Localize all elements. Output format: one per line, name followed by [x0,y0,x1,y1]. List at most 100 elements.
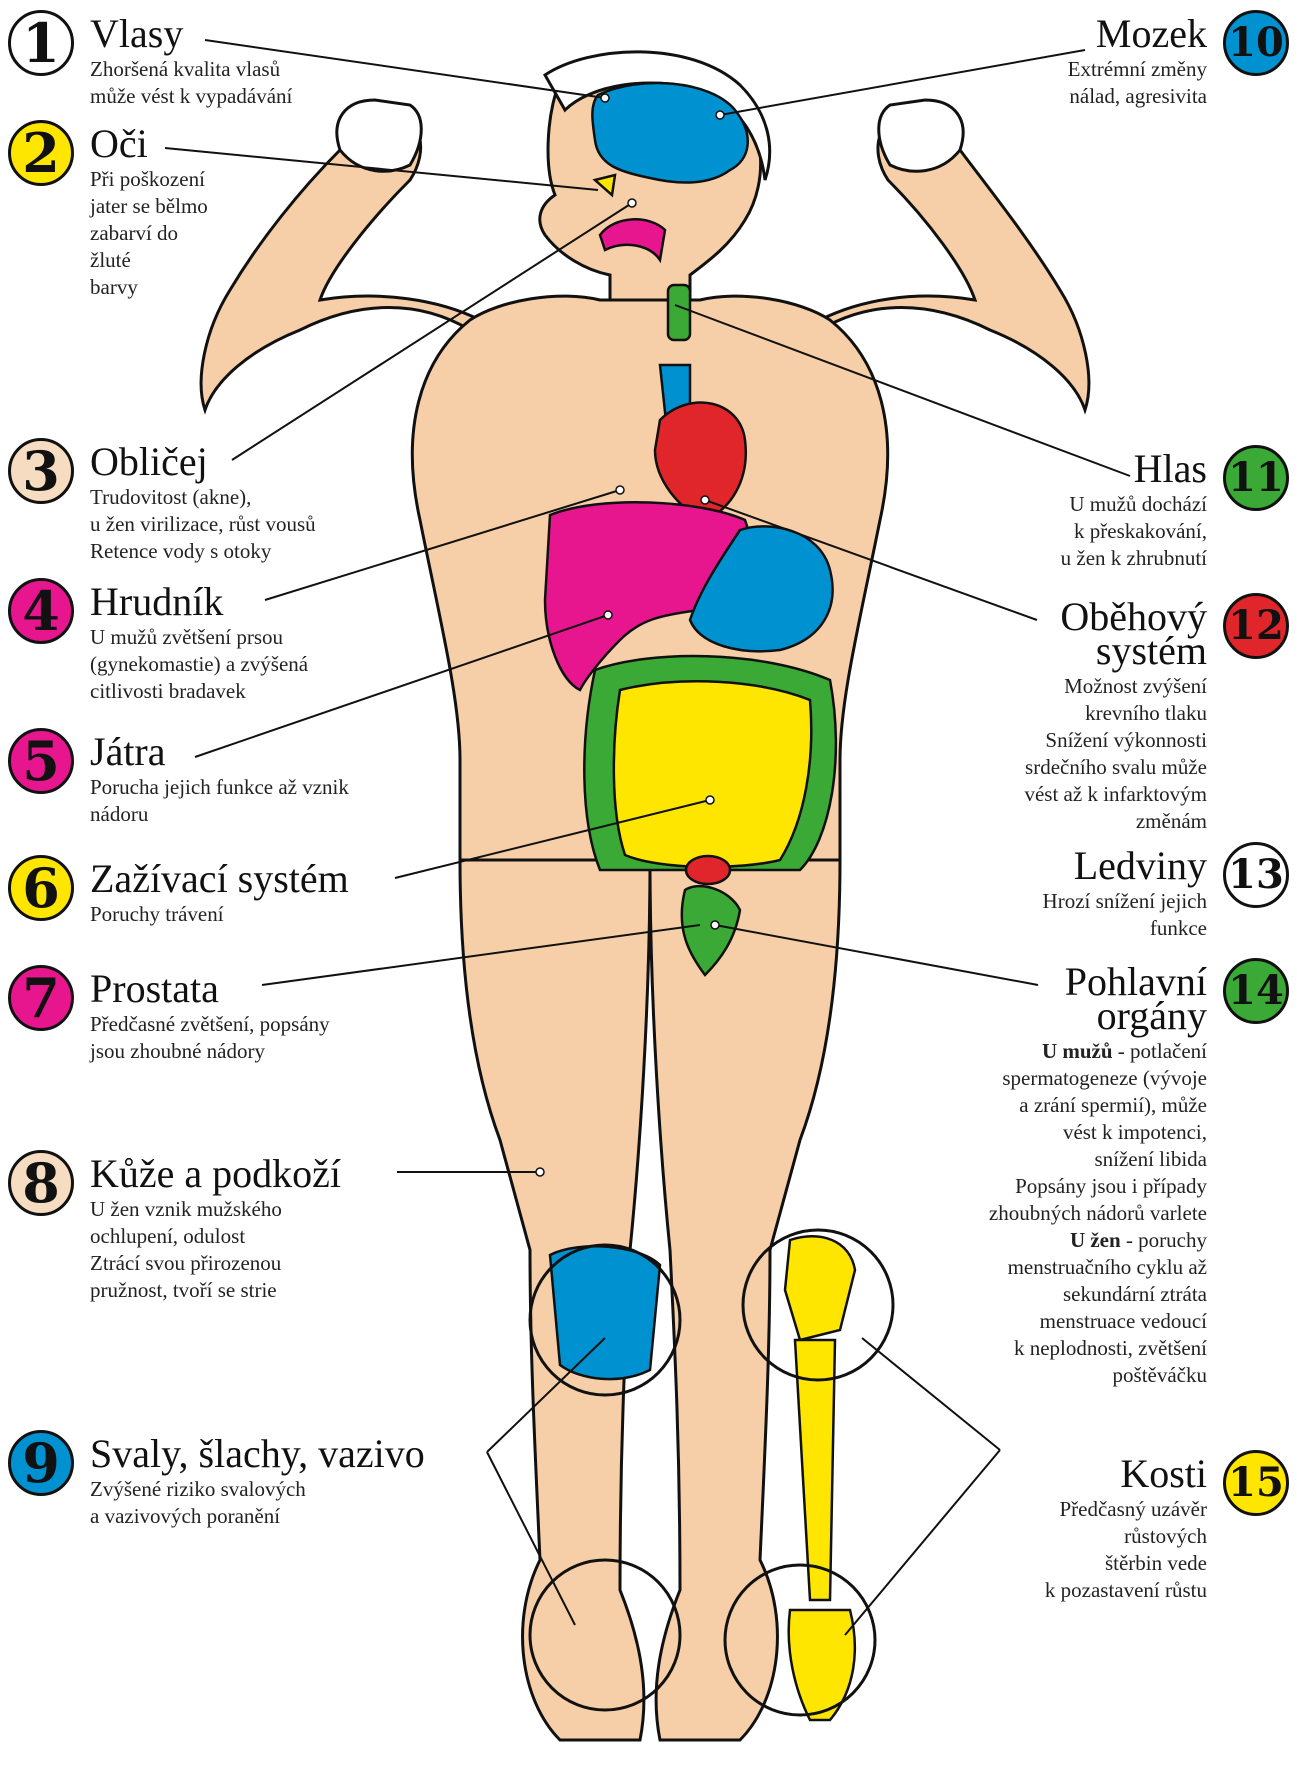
number-badge: 1 [8,10,74,76]
callout-desc-line: Ztrácí svou přirozenou [90,1250,341,1277]
number-badge: 8 [8,1150,74,1216]
callout-desc-line: Hrozí snížení jejich [1043,888,1207,915]
callout-desc-line: u žen k zhrubnutí [1061,545,1207,572]
callout-desc-line: citlivosti bradavek [90,678,308,705]
callout-desc-line: krevního tlaku [1024,700,1207,727]
callout-desc-line: Trudovitost (akne), [90,484,316,511]
callout-desc-line: poštěváčku [989,1362,1207,1389]
callout-ledviny: 13 Ledviny Hrozí snížení jejich funkce [929,842,1289,942]
number-badge: 11 [1223,445,1289,511]
callout-desc-line: spermatogeneze (vývoje [989,1065,1207,1092]
callout-desc-line: k pozastavení růstu [1045,1577,1207,1604]
callout-desc-line: barvy [90,274,208,301]
callout-desc-line: Extrémní změny [1068,56,1207,83]
callout-title: Kosti [1045,1452,1207,1496]
callout-desc-line: U žen - poruchy [989,1227,1207,1254]
callout-desc-line: vést až k infarktovým [1024,781,1207,808]
number-badge: 6 [8,855,74,921]
callout-desc-line: vést k impotenci, [989,1119,1207,1146]
callout-desc-line: Zvýšené riziko svalových [90,1476,425,1503]
callout-desc-line: Zhoršená kvalita vlasů [90,56,292,83]
callout-desc-line: Retence vody s otoky [90,538,316,565]
callout-desc-line: Předčasné zvětšení, popsány [90,1011,330,1038]
callout-pohlavni-organy: 14 Pohlavní orgány U mužů - potlačení sp… [909,958,1289,1398]
callout-title: Pohlavní orgány [989,960,1207,1038]
callout-desc-line: Poruchy trávení [90,901,349,928]
callout-desc-line: snížení libida [989,1146,1207,1173]
number-badge: 2 [8,120,74,186]
callout-desc-line: žluté [90,247,208,274]
callout-title: Mozek [1068,12,1207,56]
callout-desc-line: nálad, agresivita [1068,83,1207,110]
callout-desc-line: Možnost zvýšení [1024,673,1207,700]
number-badge: 9 [8,1430,74,1496]
callout-desc-line: (gynekomastie) a zvýšená [90,651,308,678]
prostate [686,856,730,884]
callout-desc-line: nádoru [90,801,349,828]
callout-desc-line: menstruace vedoucí [989,1308,1207,1335]
number-badge: 7 [8,965,74,1031]
small-intestine [614,681,811,867]
callout-title: Oběhový systém [1024,595,1207,673]
callout-hrudnik: 4 Hrudník U mužů zvětšení prsou (gynekom… [8,578,408,708]
callout-svaly: 9 Svaly, šlachy, vazivo Zvýšené riziko s… [8,1430,478,1530]
callout-desc-line: k neplodnosti, zvětšení [989,1335,1207,1362]
callout-desc-line: Porucha jejich funkce až vznik [90,774,349,801]
callout-desc-line: zhoubných nádorů varlete [989,1200,1207,1227]
callout-desc-line: U mužů zvětšení prsou [90,624,308,651]
callout-desc-line: Předčasný uzávěr [1045,1496,1207,1523]
number-badge: 3 [8,438,74,504]
callout-desc-line: Popsány jsou i případy [989,1173,1207,1200]
callout-desc-line: pružnost, tvoří se strie [90,1277,341,1304]
callout-title: Hlas [1061,447,1207,491]
callout-desc-line: Snížení výkonnosti [1024,727,1207,754]
trachea [668,285,690,340]
callout-desc-line: změnám [1024,808,1207,835]
callout-obehovy-system: 12 Oběhový systém Možnost zvýšení krevní… [929,593,1289,833]
callout-vlasy: 1 Vlasy Zhoršená kvalita vlasů může vést… [8,10,368,130]
number-badge: 10 [1223,10,1289,76]
callout-desc-line: U mužů dochází [1061,491,1207,518]
number-badge: 12 [1223,593,1289,659]
callout-desc-line: menstruačního cyklu až [989,1254,1207,1281]
callout-desc-line: jsou zhoubné nádory [90,1038,330,1065]
callout-title: Oči [90,122,208,166]
callout-desc-line: růstových [1045,1523,1207,1550]
callout-title: Kůže a podkoží [90,1152,341,1196]
callout-desc-line: Při poškození [90,166,208,193]
callout-jatra: 5 Játra Porucha jejich funkce až vznik n… [8,728,438,828]
callout-title: Obličej [90,440,316,484]
callout-mozek: 10 Mozek Extrémní změny nálad, agresivit… [929,10,1289,120]
callout-desc-line: ochlupení, odulost [90,1223,341,1250]
number-badge: 15 [1223,1450,1289,1516]
callout-title: Svaly, šlachy, vazivo [90,1432,425,1476]
callout-kuze: 8 Kůže a podkoží U žen vznik mužského oc… [8,1150,428,1310]
callout-desc-line: jater se bělmo [90,193,208,220]
right-foot-bones [789,1610,855,1720]
callout-desc-line: štěrbin vede [1045,1550,1207,1577]
callout-title: Ledviny [1043,844,1207,888]
callout-desc-line: a zrání spermií), může [989,1092,1207,1119]
number-badge: 13 [1223,842,1289,908]
callout-title: Hrudník [90,580,308,624]
callout-hlas: 11 Hlas U mužů dochází k přeskakování, u… [929,445,1289,575]
callout-title: Zažívací systém [90,857,349,901]
callout-title: Prostata [90,967,330,1011]
number-badge: 14 [1223,958,1289,1024]
callout-kosti: 15 Kosti Předčasný uzávěr růstových štěr… [929,1450,1289,1600]
callout-desc-line: k přeskakování, [1061,518,1207,545]
callout-zazivaci-system: 6 Zažívací systém Poruchy trávení [8,855,428,935]
right-knee-bone [785,1236,855,1340]
left-knee-muscle [550,1246,660,1379]
callout-desc-line: sekundární ztráta [989,1281,1207,1308]
number-badge: 5 [8,728,74,794]
callout-desc-line: může vést k vypadávání [90,83,292,110]
callout-prostata: 7 Prostata Předčasné zvětšení, popsány j… [8,965,428,1065]
callout-desc-line: U žen vznik mužského [90,1196,341,1223]
callout-desc-line: a vazivových poranění [90,1503,425,1530]
callout-desc-line: u žen virilizace, růst vousů [90,511,316,538]
callout-desc-line: funkce [1043,915,1207,942]
callout-desc-line: srdečního svalu může [1024,754,1207,781]
callout-desc-line: zabarví do [90,220,208,247]
callout-oblicej: 3 Obličej Trudovitost (akne), u žen viri… [8,438,408,568]
